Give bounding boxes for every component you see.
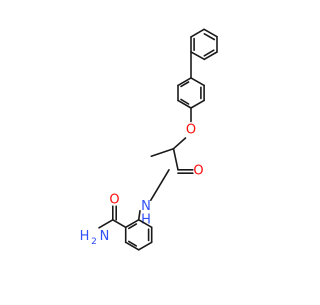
structure-canvas: O O N H O H 2 N bbox=[80, 28, 218, 251]
carboxamide-carbonyl bbox=[112, 205, 117, 221]
ch-carbonyl-bond bbox=[172, 147, 179, 171]
o-ch-bond bbox=[172, 137, 187, 150]
aniline-ring bbox=[124, 219, 153, 251]
c-n-bond bbox=[150, 169, 170, 201]
molecule-diagram: O O N H O H 2 N bbox=[80, 28, 218, 251]
amide-nh-hydrogen-label: H bbox=[141, 213, 151, 228]
ring-carboxamide-bond bbox=[112, 219, 127, 229]
amide-nitrogen-label: N bbox=[141, 199, 151, 214]
carboxamide-oxygen-label: O bbox=[109, 193, 119, 208]
ether-oxygen-label: O bbox=[186, 123, 196, 138]
amine-nitrogen-label: N bbox=[100, 229, 110, 244]
middle-phenylene-ring bbox=[177, 77, 205, 109]
top-phenyl-ring bbox=[190, 28, 218, 61]
carbonyl-group bbox=[177, 169, 194, 174]
carbonyl-oxygen-label: O bbox=[193, 164, 203, 179]
n-aryl-bond bbox=[137, 210, 141, 221]
amine-h-subscript: 2 bbox=[91, 237, 97, 247]
c-nh2-bond bbox=[98, 219, 114, 229]
methyl-bond bbox=[150, 147, 175, 157]
amine-hydrogens-label: H bbox=[80, 229, 90, 244]
